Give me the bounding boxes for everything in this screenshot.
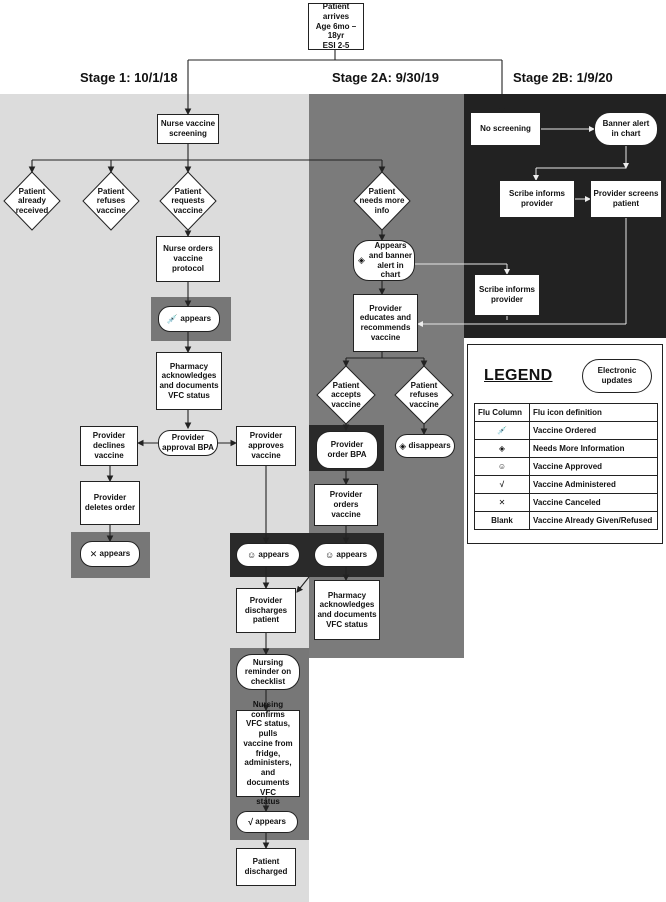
order-bpa-pill: Provider order BPA [316, 431, 378, 469]
banner-alert-pill: Banner alert in chart [594, 112, 658, 146]
accepts-label: Patient accepts vaccine [331, 380, 361, 409]
requests-diamond: Patient requests vaccine [159, 171, 217, 231]
patient-discharged-box: Patient discharged [236, 848, 296, 886]
patient-arrives-box: Patient arrives Age 6mo – 18yr ESI 2-5 [308, 2, 364, 50]
smile-appears-pill-2a: ☺ appears [314, 543, 378, 567]
legend-header-col2: Flu icon definition [529, 403, 658, 422]
legend-definition: Vaccine Ordered [529, 421, 658, 440]
scribe-informs-box-2a: Scribe informs provider [474, 274, 540, 316]
nursing-reminder-pill: Nursing reminder on checklist [236, 654, 300, 690]
syringe-appears-label: appears [180, 314, 212, 324]
refuses-2a-diamond: Patient refuses vaccine [394, 365, 454, 425]
legend-definition: Vaccine Approved [529, 457, 658, 476]
electronic-updates-pill: Electronic updates [582, 359, 652, 393]
stage2a-title: Stage 2A: 9/30/19 [332, 70, 439, 85]
smiley-icon: ☺ [474, 457, 530, 476]
accepts-diamond: Patient accepts vaccine [316, 365, 376, 425]
legend-table: Flu Column Flu icon definition 💉 Vaccine… [474, 403, 658, 530]
legend-row: ◈ Needs More Information [474, 439, 658, 458]
smiley-icon: ☺ [324, 549, 335, 560]
legend-row: ☺ Vaccine Approved [474, 457, 658, 476]
needs-info-diamond: Patient needs more info [353, 171, 411, 231]
provider-declines-box: Provider declines vaccine [80, 426, 138, 466]
x-icon: ✕ [474, 493, 530, 512]
stage2b-title: Stage 2B: 1/9/20 [513, 70, 613, 85]
provider-orders-box: Provider orders vaccine [314, 484, 378, 526]
approval-bpa-pill: Provider approval BPA [158, 430, 218, 456]
refuses-2a-label: Patient refuses vaccine [409, 380, 439, 409]
disappears-pill: ◈ disappears [395, 434, 455, 458]
scribe-informs-box-2b: Scribe informs provider [499, 180, 575, 218]
smile-appears-label: appears [258, 550, 290, 560]
smile-appears-pill-stage1: ☺ appears [236, 543, 300, 567]
appears-banner-pill: ◈ Appears and banner alert in chart [353, 240, 415, 281]
legend-row: Blank Vaccine Already Given/Refused [474, 511, 658, 530]
pharmacy-box-2a: Pharmacy acknowledges and documents VFC … [314, 580, 380, 640]
legend-definition: Vaccine Administered [529, 475, 658, 494]
needs-info-label: Patient needs more info [359, 186, 405, 215]
appears-banner-label: Appears and banner alert in chart [368, 241, 413, 280]
diamond-question-icon: ◈ [358, 255, 365, 266]
check-icon: √ [474, 475, 530, 494]
legend-title: LEGEND [484, 367, 553, 384]
no-screening-box: No screening [470, 112, 541, 146]
check-appears-label: appears [255, 817, 286, 827]
syringe-icon: 💉 [166, 313, 179, 324]
x-icon: ✕ [89, 548, 98, 559]
legend-header-col1: Flu Column [474, 403, 530, 422]
legend-definition: Vaccine Already Given/Refused [529, 511, 658, 530]
syringe-appears-pill: 💉 appears [158, 306, 220, 332]
x-appears-pill: ✕ appears [80, 541, 140, 567]
nurse-screening-box: Nurse vaccine screening [157, 114, 219, 144]
diamond-question-icon: ◈ [399, 440, 407, 451]
check-icon: √ [248, 816, 254, 827]
stage1-title: Stage 1: 10/1/18 [80, 70, 178, 85]
legend-row: 💉 Vaccine Ordered [474, 421, 658, 440]
legend-row: ✕ Vaccine Canceled [474, 493, 658, 512]
provider-discharges-box: Provider discharges patient [236, 588, 296, 633]
pharmacy-box-stage1: Pharmacy acknowledges and documents VFC … [156, 352, 222, 410]
legend-header-row: Flu Column Flu icon definition [474, 403, 658, 422]
nursing-confirms-box: Nursing confirms VFC status, pulls vacci… [236, 700, 300, 806]
provider-deletes-box: Provider deletes order [80, 481, 140, 525]
legend: LEGEND Electronic updates Flu Column Flu… [467, 344, 663, 544]
already-received-diamond: Patient already received [3, 171, 61, 231]
provider-approves-box: Provider approves vaccine [236, 426, 296, 466]
provider-educates-box: Provider educates and recommends vaccine [353, 294, 418, 352]
blank-label: Blank [474, 511, 530, 530]
disappears-label: disappears [408, 441, 451, 451]
legend-definition: Needs More Information [529, 439, 658, 458]
x-appears-label: appears [99, 549, 131, 559]
refuses-label: Patient refuses vaccine [96, 186, 126, 215]
already-received-label: Patient already received [15, 186, 49, 215]
nurse-orders-box: Nurse orders vaccine protocol [156, 236, 220, 282]
legend-row: √ Vaccine Administered [474, 475, 658, 494]
legend-definition: Vaccine Canceled [529, 493, 658, 512]
smiley-icon: ☺ [246, 549, 257, 560]
syringe-icon: 💉 [474, 421, 530, 440]
smile-appears-2a-label: appears [336, 550, 368, 560]
requests-label: Patient requests vaccine [171, 186, 205, 215]
provider-screens-box: Provider screens patient [590, 180, 662, 218]
check-appears-pill: √ appears [236, 811, 298, 833]
refuses-diamond: Patient refuses vaccine [82, 171, 140, 231]
diamond-question-icon: ◈ [474, 439, 530, 458]
